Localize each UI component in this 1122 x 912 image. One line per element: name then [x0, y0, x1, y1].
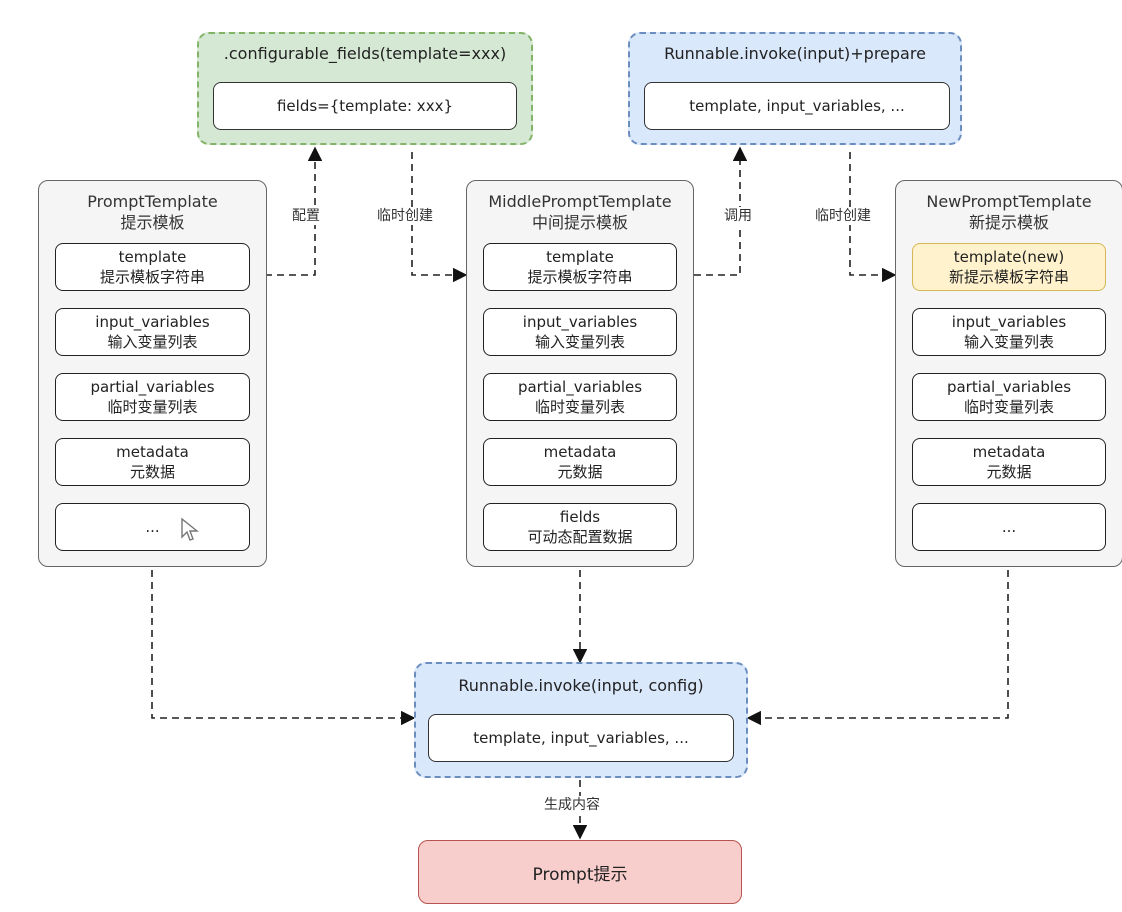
field-desc: 提示模板字符串	[99, 268, 205, 286]
invoke-config-group: Runnable.invoke(input, config) template,…	[414, 662, 748, 778]
prompt-field-metadata: metadata 元数据	[55, 438, 250, 486]
new-template-name: NewPromptTemplate	[926, 192, 1092, 211]
prompt-field-template: template 提示模板字符串	[55, 243, 250, 291]
field-desc: 输入变量列表	[534, 333, 625, 351]
field-desc: 输入变量列表	[963, 333, 1054, 351]
middle-template-subtitle: 中间提示模板	[531, 213, 628, 232]
edge-temp-create-2	[849, 152, 897, 283]
field-name: metadata	[972, 443, 1046, 461]
field-desc: 临时变量列表	[534, 398, 625, 416]
configurable-fields-group: .configurable_fields(template=xxx) field…	[197, 32, 533, 145]
configurable-fields-title: .configurable_fields(template=xxx)	[223, 44, 507, 63]
prompt-field-more: ...	[55, 503, 250, 551]
field-desc: 元数据	[557, 463, 603, 481]
field-name: input_variables	[522, 313, 638, 331]
field-name: metadata	[543, 443, 617, 461]
field-name: ...	[1001, 518, 1017, 536]
new-template-panel: NewPromptTemplate 新提示模板 template(new) 新提…	[895, 180, 1122, 567]
edge-label-configure: 配置	[292, 207, 320, 225]
invoke-config-inner: template, input_variables, ...	[428, 714, 734, 762]
new-field-template: template(new) 新提示模板字符串	[912, 243, 1106, 291]
field-name: partial_variables	[946, 378, 1072, 396]
field-name: ...	[145, 518, 160, 536]
field-name: template	[118, 248, 187, 266]
edge-configure	[265, 146, 323, 276]
middle-field-input-variables: input_variables 输入变量列表	[483, 308, 677, 356]
field-name: input_variables	[95, 313, 210, 331]
field-desc: 元数据	[129, 463, 175, 481]
middle-field-template: template 提示模板字符串	[483, 243, 677, 291]
field-desc: 临时变量列表	[107, 398, 198, 416]
prompt-result-box: Prompt提示	[418, 840, 742, 904]
field-desc: 新提示模板字符串	[948, 268, 1069, 286]
new-template-subtitle: 新提示模板	[968, 213, 1049, 232]
configurable-fields-inner: fields={template: xxx}	[213, 82, 517, 130]
new-field-input-variables: input_variables 输入变量列表	[912, 308, 1106, 356]
new-field-partial-variables: partial_variables 临时变量列表	[912, 373, 1106, 421]
prompt-field-input-variables: input_variables 输入变量列表	[55, 308, 250, 356]
field-name: metadata	[116, 443, 189, 461]
prompt-field-partial-variables: partial_variables 临时变量列表	[55, 373, 250, 421]
field-desc: 输入变量列表	[107, 333, 198, 351]
prompt-template-subtitle: 提示模板	[120, 213, 185, 232]
field-name: input_variables	[951, 313, 1067, 331]
invoke-prepare-inner: template, input_variables, ...	[644, 82, 950, 130]
middle-field-fields: fields 可动态配置数据	[483, 503, 677, 551]
middle-field-metadata: metadata 元数据	[483, 438, 677, 486]
field-name: template(new)	[953, 248, 1065, 266]
edge-new-to-invoke	[746, 570, 1009, 726]
edge-label-temp-create-1: 临时创建	[377, 207, 433, 225]
new-field-metadata: metadata 元数据	[912, 438, 1106, 486]
new-field-more: ...	[912, 503, 1106, 551]
prompt-template-name: PromptTemplate	[87, 192, 218, 211]
field-name: partial_variables	[90, 378, 215, 396]
middle-template-title: MiddlePromptTemplate 中间提示模板	[467, 191, 693, 233]
invoke-prepare-title: Runnable.invoke(input)+prepare	[664, 44, 926, 63]
field-name: fields	[559, 508, 601, 526]
field-desc: 元数据	[986, 463, 1032, 481]
edge-prompt-to-invoke	[151, 570, 416, 726]
field-desc: 提示模板字符串	[527, 268, 633, 286]
field-desc: 临时变量列表	[963, 398, 1054, 416]
middle-template-panel: MiddlePromptTemplate 中间提示模板 template 提示模…	[466, 180, 694, 567]
new-template-title: NewPromptTemplate 新提示模板	[896, 191, 1122, 233]
invoke-config-title: Runnable.invoke(input, config)	[458, 676, 704, 695]
edge-temp-create-1	[411, 152, 468, 283]
field-name: template	[546, 248, 614, 266]
edge-call	[694, 146, 748, 276]
invoke-prepare-group: Runnable.invoke(input)+prepare template,…	[628, 32, 962, 145]
edge-label-call: 调用	[724, 207, 752, 225]
field-name: partial_variables	[517, 378, 643, 396]
middle-template-name: MiddlePromptTemplate	[488, 192, 672, 211]
edge-label-generate: 生成内容	[544, 796, 600, 814]
prompt-template-panel: PromptTemplate 提示模板 template 提示模板字符串 inp…	[38, 180, 267, 567]
mouse-cursor-icon	[181, 517, 199, 541]
edge-label-temp-create-2: 临时创建	[815, 207, 871, 225]
middle-field-partial-variables: partial_variables 临时变量列表	[483, 373, 677, 421]
prompt-template-title: PromptTemplate 提示模板	[39, 191, 266, 233]
field-desc: 可动态配置数据	[527, 528, 633, 546]
